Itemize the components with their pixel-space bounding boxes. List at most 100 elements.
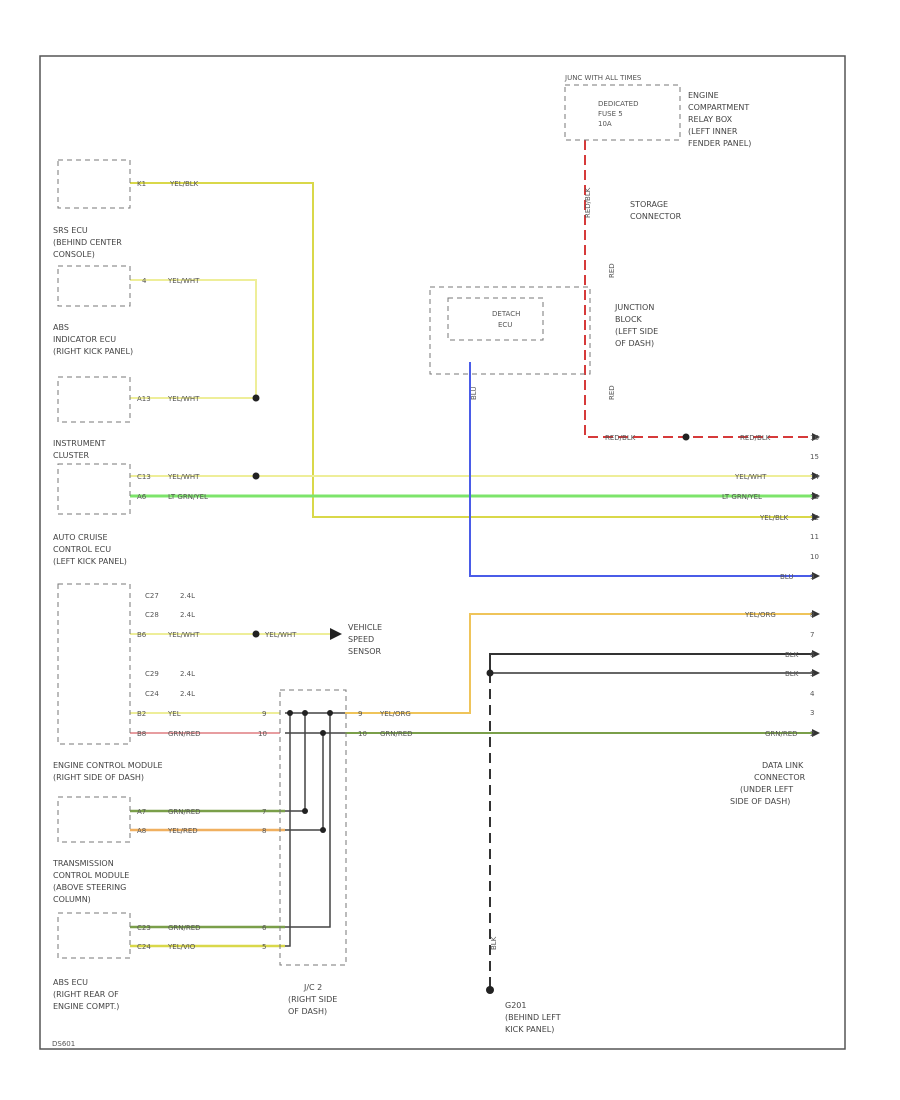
detach-ecu-line1: DETACH — [492, 310, 520, 318]
pin-c28: C28 — [145, 611, 159, 619]
dlc-pin-number: 9 — [810, 573, 814, 581]
junction-block-line1: JUNCTION — [614, 303, 654, 312]
wire-blk1 — [489, 653, 818, 673]
srs-ecu-line1: SRS ECU — [53, 226, 88, 235]
tcm-line1: TRANSMISSION — [52, 859, 114, 868]
splice-vss — [252, 630, 260, 638]
jc2-line3: OF DASH) — [288, 1007, 327, 1016]
dlc-line1: DATA LINK — [762, 761, 804, 770]
wire-label-dlc-yelorg: YEL/ORG — [744, 611, 776, 619]
srs-ecu-line3: CONSOLE) — [53, 250, 95, 259]
relay-box-line2: COMPARTMENT — [688, 103, 749, 112]
ecm-line1: ENGINE CONTROL MODULE — [53, 761, 163, 770]
abs-ecu-line1: ABS ECU — [53, 978, 88, 987]
jc2-line1: J/C 2 — [303, 983, 322, 992]
wire-color-labels: YEL/BLK YEL/WHT YEL/WHT YEL/WHT LT GRN/Y… — [167, 180, 799, 951]
ground-line2: (BEHIND LEFT — [505, 1013, 561, 1022]
splice-red — [682, 433, 690, 441]
engine-note-d: 2.4L — [180, 690, 195, 698]
fuse-line2: FUSE 5 — [598, 110, 623, 118]
pin-c23: C23 — [137, 924, 151, 932]
pin-cruise2: A6 — [137, 493, 147, 501]
vss-line3: SENSOR — [348, 647, 381, 656]
ecm-line2: (RIGHT SIDE OF DASH) — [53, 773, 144, 782]
wire-label-dlc-yelwht: YEL/WHT — [734, 473, 767, 481]
abs-ind-line1: ABS — [53, 323, 69, 332]
jc-dot-2 — [320, 827, 326, 833]
ic-line1: INSTRUMENT — [53, 439, 106, 448]
wire-red — [584, 140, 818, 438]
pin-b6: B6 — [137, 631, 147, 639]
dlc-line2: CONNECTOR — [754, 773, 806, 782]
wire-label-dlc-blu: BLU — [780, 573, 793, 581]
dlc-pin-number: 2 — [810, 730, 814, 738]
pin-srs: K1 — [137, 180, 146, 188]
pin-jc-6b: 6 — [262, 924, 267, 932]
wire-label-blk-vert: BLK — [490, 936, 498, 950]
detach-ecu-line2: ECU — [498, 321, 512, 329]
dlc-pin-number: 11 — [810, 533, 819, 541]
cruise-line2: CONTROL ECU — [53, 545, 111, 554]
wire-label-abs-c23: GRN/RED — [168, 924, 201, 932]
wire-label-red-left: RED/BLK — [605, 434, 636, 442]
abs-ind-line3: (RIGHT KICK PANEL) — [53, 347, 133, 356]
jc-dot-5 — [320, 730, 326, 736]
pin-cruise1: C13 — [137, 473, 151, 481]
fuse-box-note: JUNC WITH ALL TIMES — [564, 74, 642, 82]
wire-label-dlc-yelblk: YEL/BLK — [759, 514, 789, 522]
wire-jc-yelorg — [345, 613, 818, 714]
srs-ecu-line2: (BEHIND CENTER — [53, 238, 122, 247]
pin-a8: A8 — [137, 827, 146, 835]
abs-indicator-box — [57, 265, 131, 307]
pin-jc-8a: 8 — [262, 827, 266, 835]
wire-label-dlc-blk2: BLK — [785, 670, 799, 678]
relay-box-line1: ENGINE — [688, 91, 719, 100]
wire-label-dlc-blk1: BLK — [785, 651, 799, 659]
wire-label-dlc-ltgrn: LT GRN/YEL — [722, 493, 762, 501]
dlc-pin-number: 7 — [810, 631, 814, 639]
tcm-line3: (ABOVE STEERING — [53, 883, 126, 892]
ic-line2: CLUSTER — [53, 451, 90, 460]
pin-jc-right-10: 10 — [358, 730, 367, 738]
wire-blu — [469, 362, 818, 577]
wire-label-red-vert: RED/BLK — [584, 187, 592, 218]
tcm-line4: COLUMN) — [53, 895, 91, 904]
ground-point — [486, 986, 494, 994]
wire-label-cruise-bot: LT GRN/YEL — [168, 493, 208, 501]
dlc-pin-number: 4 — [810, 690, 815, 698]
dlc-pin-number: 12 — [810, 514, 819, 522]
jc2-line2: (RIGHT SIDE — [288, 995, 337, 1004]
detach-ecu-box — [447, 297, 544, 341]
jc-dot-4 — [302, 710, 308, 716]
relay-box-line4: (LEFT INNER — [688, 127, 738, 136]
abs-ind-line2: INDICATOR ECU — [53, 335, 116, 344]
dlc-pin-number: 6 — [810, 651, 815, 659]
pin-jc-7a: 7 — [262, 808, 266, 816]
splice-ic — [252, 472, 260, 480]
engine-notes: 2.4L 2.4L 2.4L 2.4L — [180, 592, 195, 698]
dlc-pin-number: 14 — [810, 473, 819, 481]
ground-line3: KICK PANEL) — [505, 1025, 554, 1034]
pin-abs: 4 — [142, 277, 147, 285]
storage-connector-line1: STORAGE — [630, 200, 668, 209]
component-labels: JUNC WITH ALL TIMES ENGINE COMPARTMENT R… — [52, 74, 806, 1034]
cruise-ecu-box — [57, 463, 131, 515]
wire-label-ecm-b8: GRN/RED — [168, 730, 201, 738]
pin-c29: C29 — [145, 670, 159, 678]
storage-connector-line2: CONNECTOR — [630, 212, 682, 221]
wire-label-red-vert-lower: RED — [608, 385, 616, 400]
pin-jc-right-9: 9 — [358, 710, 362, 718]
tcm-box — [57, 796, 131, 843]
junction-block-line3: (LEFT SIDE — [615, 327, 658, 336]
pin-jc-5b: 5 — [262, 943, 266, 951]
fuse-line3: 10A — [598, 120, 612, 128]
jc-dot-1 — [302, 808, 308, 814]
engine-note-b: 2.4L — [180, 611, 195, 619]
tcm-line2: CONTROL MODULE — [53, 871, 129, 880]
wire-label-ecm-b6: YEL/WHT — [167, 631, 200, 639]
abs-ecu-line3: ENGINE COMPT.) — [53, 1002, 119, 1011]
engine-note-a: 2.4L — [180, 592, 195, 600]
cruise-line1: AUTO CRUISE — [53, 533, 108, 542]
